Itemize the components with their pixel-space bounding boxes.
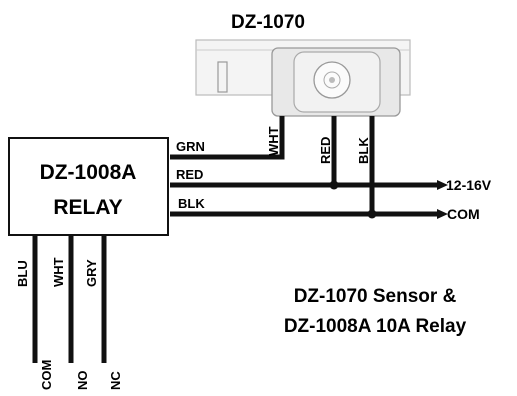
relay-name-line1: DZ-1008A bbox=[40, 161, 137, 184]
sensor-slot bbox=[217, 61, 228, 93]
sensor-lens-center bbox=[329, 77, 335, 83]
junction-dot-positive bbox=[329, 180, 339, 190]
sensor-white-wire bbox=[170, 116, 285, 160]
relay-wire-label-blue: BLU bbox=[15, 260, 30, 287]
sensor-unit bbox=[195, 39, 411, 117]
relay-wire-label-gray: GRY bbox=[84, 259, 99, 287]
relay-wire-label-black: BLK bbox=[178, 196, 205, 211]
relay-box bbox=[8, 137, 169, 236]
caption-line1: DZ-1070 Sensor & bbox=[294, 286, 457, 307]
sensor-title: DZ-1070 bbox=[231, 12, 305, 33]
sensor-wire-label-red: RED bbox=[318, 137, 333, 164]
relay-wire-label-white: WHT bbox=[51, 257, 66, 287]
relay-wire-label-red: RED bbox=[176, 167, 203, 182]
sensor-lens-inner bbox=[323, 71, 341, 89]
arrow-common-icon bbox=[437, 209, 448, 219]
arrow-positive-icon bbox=[437, 180, 448, 190]
relay-contact-no-label: NO bbox=[75, 371, 90, 391]
relay-wire-label-green: GRN bbox=[176, 139, 205, 154]
sensor-wire-label-black: BLK bbox=[356, 137, 371, 164]
caption-line2: DZ-1008A 10A Relay bbox=[284, 316, 467, 337]
power-positive-label: 12-16V bbox=[446, 177, 492, 193]
relay-name-line2: RELAY bbox=[53, 196, 122, 219]
relay-contact-com-label: COM bbox=[39, 360, 54, 390]
junction-dot-common bbox=[367, 209, 377, 219]
power-common-label: COM bbox=[447, 206, 480, 222]
sensor-wire-label-white: WHT bbox=[266, 126, 281, 156]
relay-contact-nc-label: NC bbox=[108, 371, 123, 390]
